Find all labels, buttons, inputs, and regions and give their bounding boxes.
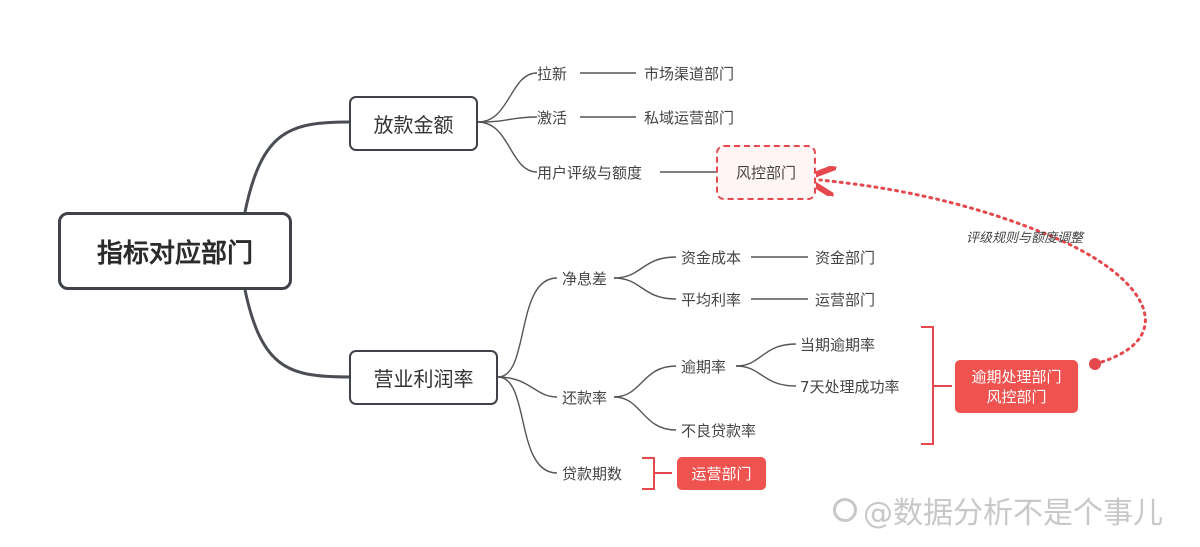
edge-disb-new (477, 72, 538, 123)
node-new-users-dept: 市场渠道部门 (644, 64, 735, 83)
node-disbursement: 放款金额 (349, 96, 478, 151)
node-loan-term: 贷款期数 (562, 464, 623, 483)
edge-overdue-current (735, 343, 797, 367)
node-bad-loan: 不良贷款率 (681, 421, 757, 440)
node-fund-cost-dept: 资金部门 (815, 248, 876, 267)
edge-profit-net (497, 277, 558, 378)
node-new-users: 拉新 (537, 64, 568, 83)
edge-repay-bad (613, 396, 677, 431)
feedback-annotation: 评级规则与额度调整 (966, 231, 1084, 246)
node-repayment-dept: 逾期处理部门 风控部门 (955, 360, 1078, 413)
node-rating-dept: 风控部门 (716, 145, 816, 200)
repayment-dept-line-1: 逾期处理部门 (971, 367, 1062, 386)
node-avg-rate-dept: 运营部门 (815, 290, 876, 309)
edge-overdue-seven (735, 365, 797, 387)
root-node: 指标对应部门 (58, 212, 292, 290)
edge-root-profit (243, 289, 351, 379)
feedback-arrow (820, 180, 1147, 366)
bracket-term (642, 457, 655, 490)
watermark-text: @数据分析不是个事儿 (863, 496, 1163, 531)
paw-logo-icon (833, 498, 857, 522)
node-net-interest: 净息差 (562, 269, 608, 288)
node-repayment: 还款率 (562, 388, 608, 407)
bracket-repay (921, 326, 934, 445)
node-loan-term-dept: 运营部门 (677, 457, 766, 490)
edge-root-disbursement (243, 120, 351, 213)
edge-profit-repay (497, 376, 558, 398)
watermark: @数据分析不是个事儿 (833, 488, 1163, 532)
node-avg-rate: 平均利率 (681, 290, 742, 309)
node-activation-dept: 私域运营部门 (644, 108, 735, 127)
edge-disb-act (477, 116, 538, 123)
edge-disb-rating (477, 121, 538, 173)
edge-net-rate (613, 277, 677, 300)
repayment-dept-line-2: 风控部门 (986, 387, 1047, 406)
edge-profit-term (497, 376, 558, 474)
node-activation: 激活 (537, 108, 568, 127)
node-fund-cost: 资金成本 (681, 248, 742, 267)
node-rating: 用户评级与额度 (537, 163, 643, 182)
edge-repay-overdue (613, 365, 677, 398)
feedback-arrow-start-dot (1089, 358, 1101, 370)
edge-net-cost (613, 256, 677, 279)
node-overdue-current: 当期逾期率 (800, 335, 876, 354)
node-profit: 营业利润率 (349, 350, 498, 405)
node-seven-day: 7天处理成功率 (800, 377, 900, 396)
node-overdue: 逾期率 (681, 357, 727, 376)
